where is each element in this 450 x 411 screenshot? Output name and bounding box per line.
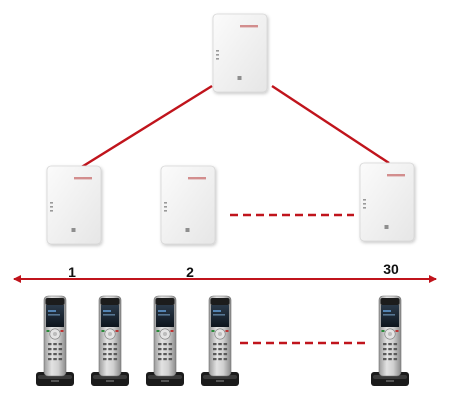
- base-station-1-icon: [47, 166, 101, 244]
- handset-3-icon: [145, 295, 185, 387]
- link-root-to-station-1: [79, 84, 213, 170]
- station-label-30: 30: [383, 261, 399, 277]
- link-root-to-station-30: [271, 84, 390, 165]
- station-label-2: 2: [186, 264, 194, 280]
- handset-4-icon: [200, 295, 240, 387]
- handset-1-icon: [35, 295, 75, 387]
- handset-5-icon: [370, 295, 410, 387]
- base-station-30-icon: [360, 163, 414, 241]
- handset-2-icon: [90, 295, 130, 387]
- base-station-2-icon: [161, 166, 215, 244]
- root-base-station-icon: [213, 14, 267, 92]
- station-label-1: 1: [68, 264, 76, 280]
